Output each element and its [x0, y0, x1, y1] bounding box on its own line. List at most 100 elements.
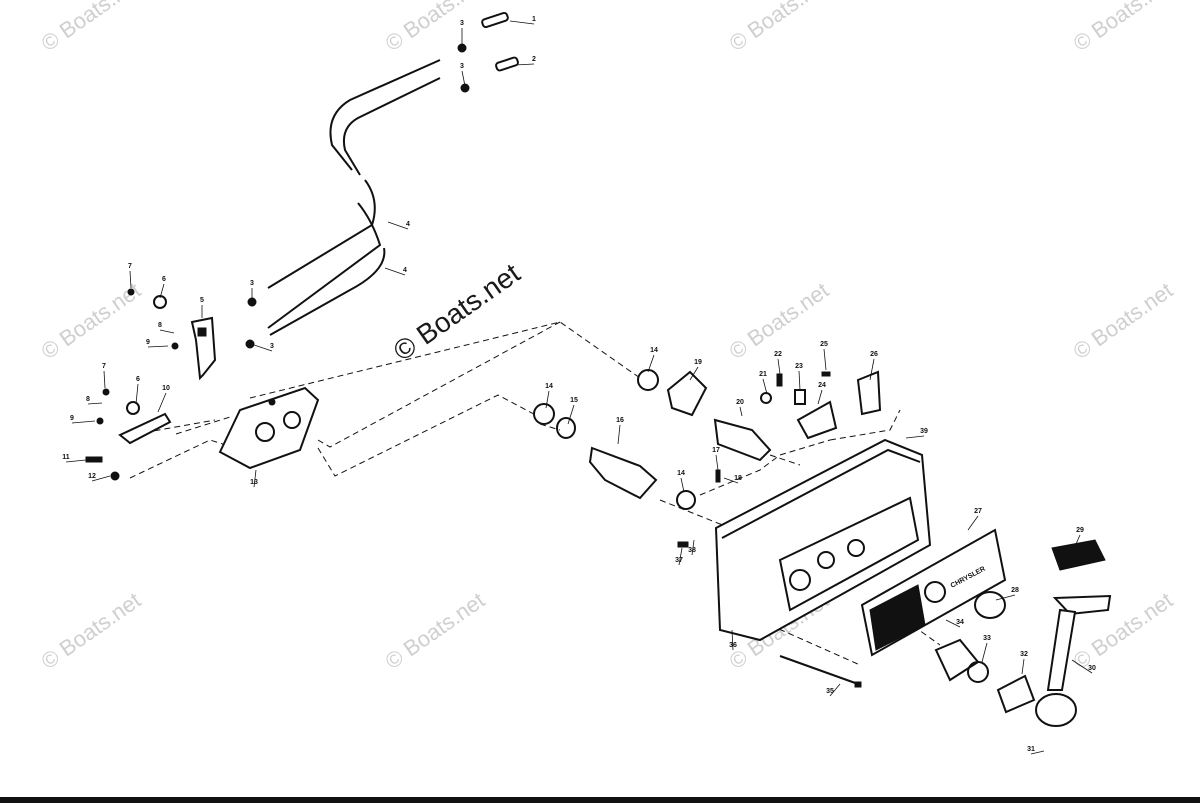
callout-leader-7 [103, 370, 106, 389]
callout-label-38: 38 [688, 547, 696, 554]
callout-label-7: 7 [102, 363, 106, 370]
callout-leader-27 [967, 515, 979, 531]
callout-label-29: 29 [1076, 527, 1084, 534]
callout-label-15: 15 [570, 397, 578, 404]
callout-leader-7 [129, 270, 132, 289]
watermark: © Boats.net [37, 587, 146, 674]
watermark: © Boats.net [1069, 277, 1178, 364]
callout-label-22: 22 [774, 351, 782, 358]
callout-leader-38 [691, 539, 695, 556]
callout-label-5: 5 [200, 297, 204, 304]
callout-label-8: 8 [86, 396, 90, 403]
callout-label-35: 35 [826, 688, 834, 695]
callout-leader-11 [65, 459, 87, 463]
callout-label-3: 3 [250, 280, 254, 287]
callout-label-2: 2 [532, 56, 536, 63]
callout-label-37: 37 [675, 557, 683, 564]
watermark: © Boats.net [37, 0, 146, 56]
callout-label-9: 9 [70, 415, 74, 422]
callout-label-31: 31 [1027, 746, 1035, 753]
callout-leader-31 [1030, 750, 1045, 755]
callout-label-16: 16 [616, 417, 624, 424]
watermark: © Boats.net [381, 587, 490, 674]
callout-label-13: 13 [250, 479, 258, 486]
callout-label-10: 10 [162, 385, 170, 392]
callout-label-30: 30 [1088, 665, 1096, 672]
callout-label-9: 9 [146, 339, 150, 346]
callout-leader-39 [905, 435, 925, 439]
callout-leader-16 [617, 424, 621, 445]
watermark: © Boats.net [1069, 0, 1178, 56]
callout-label-24: 24 [818, 382, 826, 389]
callout-label-4: 4 [406, 221, 410, 228]
callout-label-33: 33 [983, 635, 991, 642]
callout-leader-23 [798, 370, 801, 391]
callout-label-4: 4 [403, 267, 407, 274]
callout-leader-8 [159, 329, 175, 334]
callout-leader-37 [678, 547, 683, 566]
callout-label-36: 36 [729, 642, 737, 649]
callout-label-6: 6 [136, 376, 140, 383]
callout-leader-17 [715, 454, 719, 471]
callout-leader-18 [723, 477, 739, 484]
callout-leader-28 [995, 594, 1016, 601]
callout-leader-34 [945, 619, 961, 628]
callout-leader-3 [253, 344, 273, 352]
callout-leader-20 [739, 406, 743, 417]
callout-label-34: 34 [956, 619, 964, 626]
callout-label-3: 3 [460, 63, 464, 70]
shift-shaft-assembly [533, 369, 882, 548]
callout-label-32: 32 [1020, 651, 1028, 658]
callout-leader-33 [981, 642, 988, 663]
callout-label-18: 18 [734, 475, 742, 482]
watermark: © Boats.net [725, 0, 834, 56]
callout-label-21: 21 [759, 371, 767, 378]
callout-leader-4 [384, 267, 406, 276]
callout-label-7: 7 [128, 263, 132, 270]
callout-leader-35 [829, 683, 841, 697]
callout-leader-22 [777, 358, 781, 375]
callout-leader-15 [567, 404, 575, 425]
callout-leader-29 [1075, 534, 1081, 545]
callout-leader-3 [461, 70, 466, 87]
watermark-main: © Boats.net [388, 257, 526, 367]
callout-leader-14 [680, 477, 685, 493]
callout-label-20: 20 [736, 399, 744, 406]
callout-leader-8 [87, 402, 103, 405]
callout-leader-6 [135, 383, 139, 405]
callout-leader-6 [159, 283, 165, 299]
bottom-border [0, 797, 1200, 803]
callout-label-11: 11 [62, 454, 70, 461]
callout-leaders [65, 20, 1093, 755]
callout-leader-24 [817, 389, 823, 405]
callout-label-6: 6 [162, 276, 166, 283]
callout-leader-25 [823, 348, 827, 371]
callout-leader-12 [91, 475, 111, 482]
callout-leader-19 [689, 366, 699, 381]
callout-label-14: 14 [677, 470, 685, 477]
callout-label-27: 27 [974, 508, 982, 515]
callout-label-14: 14 [545, 383, 553, 390]
name-plate: CHRYSLER [860, 528, 1007, 657]
callout-leader-14 [545, 390, 550, 409]
callout-leader-14 [647, 354, 655, 373]
callout-label-26: 26 [870, 351, 878, 358]
callout-label-23: 23 [795, 363, 803, 370]
callout-leader-30 [1071, 659, 1093, 674]
callout-labels: 1233334456677889910111213141414151617181… [62, 16, 1096, 753]
callout-leader-9 [147, 345, 169, 348]
linkage-brackets [85, 288, 217, 481]
callout-leader-13 [253, 469, 257, 488]
callout-leader-1 [509, 20, 535, 25]
callout-label-3: 3 [270, 343, 274, 350]
callout-label-19: 19 [694, 359, 702, 366]
callout-label-28: 28 [1011, 587, 1019, 594]
callout-leader-2 [514, 63, 535, 66]
callout-leader-10 [157, 392, 167, 413]
callout-leader-26 [869, 358, 875, 381]
callout-label-14: 14 [650, 347, 658, 354]
callout-leader-9 [71, 420, 96, 424]
callout-leader-32 [1021, 658, 1025, 675]
